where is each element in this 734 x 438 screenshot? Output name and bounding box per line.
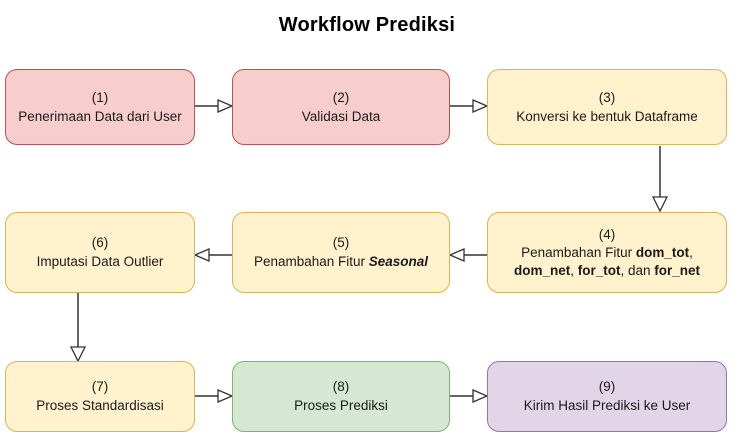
- node-label: Validasi Data: [301, 108, 381, 124]
- node-number: (2): [332, 89, 350, 105]
- node-label: Penambahan Fitur Seasonal: [253, 254, 429, 269]
- node-label: Kirim Hasil Prediksi ke User: [523, 398, 691, 413]
- node-label: Penerimaan Data dari User: [18, 108, 182, 124]
- node-number: (3): [598, 89, 616, 105]
- edge-n2-n3: [450, 99, 489, 113]
- edge-n4-n5: [448, 248, 487, 262]
- node-label: Proses Prediksi: [294, 398, 388, 413]
- node-number: (6): [91, 235, 109, 251]
- node-proses-standardisasi[interactable]: (7) Proses Standardisasi: [5, 361, 195, 432]
- node-number: (5): [332, 235, 350, 251]
- edge-n5-n6: [193, 248, 232, 262]
- node-number: (8): [332, 379, 350, 395]
- node-label: Proses Standardisasi: [36, 398, 164, 413]
- node-label: Konversi ke bentuk Dataframe: [516, 108, 698, 124]
- node-label: Penambahan Fitur dom_tot,dom_net, for_to…: [513, 245, 701, 278]
- node-konversi-ke-bentuk-dataframe[interactable]: (3) Konversi ke bentuk Dataframe: [487, 69, 727, 145]
- node-number: (4): [598, 226, 616, 242]
- node-number: (7): [91, 379, 109, 395]
- node-number: (9): [598, 379, 616, 395]
- node-penambahan-fitur-seasonal[interactable]: (5) Penambahan Fitur Seasonal: [232, 212, 450, 293]
- edge-n3-n4: [651, 146, 669, 213]
- node-proses-prediksi[interactable]: (8) Proses Prediksi: [232, 361, 450, 432]
- node-label: Imputasi Data Outlier: [36, 254, 164, 269]
- node-penerimaan-data-dari-user[interactable]: (1) Penerimaan Data dari User: [5, 69, 195, 145]
- node-validasi-data[interactable]: (2) Validasi Data: [232, 69, 450, 145]
- edge-n8-n9: [450, 389, 489, 403]
- edge-n6-n7: [69, 293, 87, 363]
- node-number: (1): [91, 89, 109, 105]
- edge-n1-n2: [195, 99, 234, 113]
- node-kirim-hasil-prediksi-ke-user[interactable]: (9) Kirim Hasil Prediksi ke User: [487, 361, 727, 432]
- node-penambahan-fitur-dom-for[interactable]: (4) Penambahan Fitur dom_tot,dom_net, fo…: [487, 212, 727, 293]
- page-title: Workflow Prediksi: [278, 14, 456, 36]
- node-imputasi-data-outlier[interactable]: (6) Imputasi Data Outlier: [5, 212, 195, 293]
- edge-n7-n8: [195, 389, 234, 403]
